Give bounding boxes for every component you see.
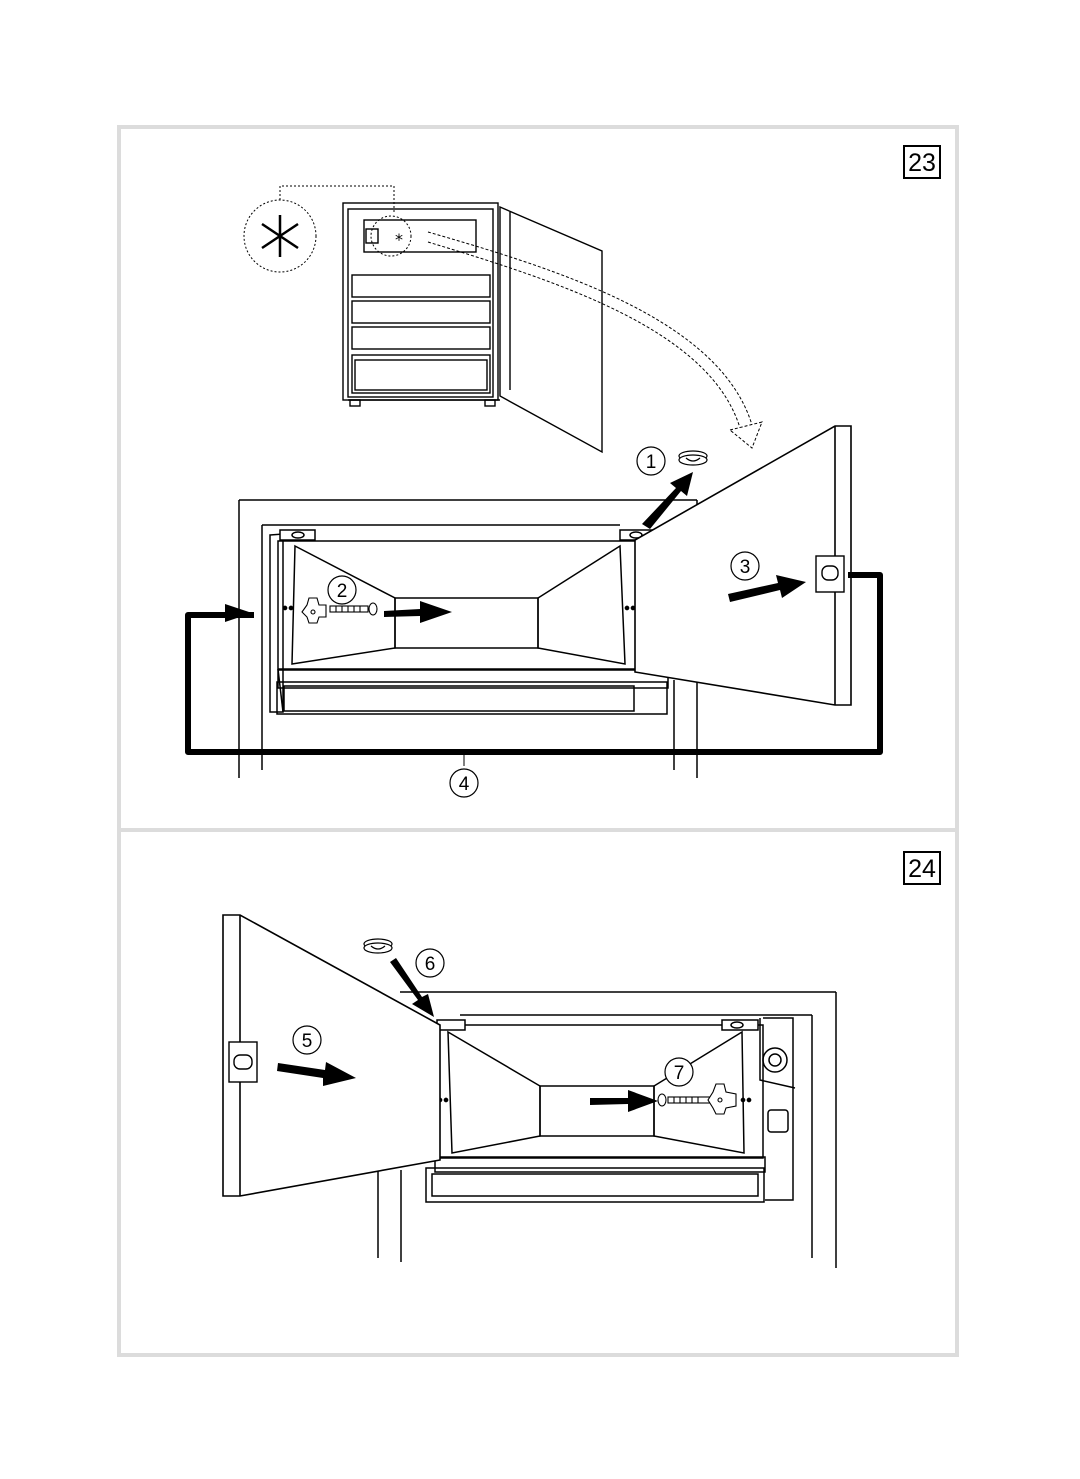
door-stop-screw-23 (301, 597, 378, 624)
freezer-star-symbol-callout (243, 185, 395, 273)
figure-number-23: 23 (903, 145, 941, 179)
step-1-label: 1 (636, 446, 666, 476)
svg-text:3: 3 (740, 557, 751, 578)
step-4-route-line (185, 572, 883, 766)
freezer-cabinet-top-24 (377, 991, 837, 1268)
hinge-cap-23 (678, 450, 708, 466)
door-handle-23 (815, 555, 845, 593)
step-arrows-24 (277, 958, 658, 1112)
step-6-label: 6 (415, 948, 445, 978)
figure-number-24: 24 (903, 851, 941, 885)
step-2-label: 2 (327, 575, 357, 605)
freezer-cabinet-top-23 (238, 499, 698, 778)
step-5-label: 5 (292, 1025, 322, 1055)
step-3-label: 3 (730, 551, 760, 581)
svg-text:7: 7 (674, 1063, 685, 1084)
freezer-overview-illustration: * (342, 202, 603, 454)
figure-23: 23 * (185, 145, 941, 798)
hinge-cap-24 (363, 938, 393, 954)
star-marking: * (395, 230, 403, 249)
svg-text:2: 2 (337, 581, 348, 602)
svg-text:4: 4 (459, 774, 470, 795)
sheet-border (117, 125, 959, 1357)
figure-24: 24 (222, 851, 941, 1268)
step-7-label: 7 (664, 1057, 694, 1087)
svg-text:24: 24 (908, 855, 936, 883)
door-handle-24 (228, 1041, 258, 1083)
step-4-label: 4 (449, 768, 479, 798)
svg-text:6: 6 (425, 954, 436, 975)
door-stop-screw-24 (657, 1083, 737, 1115)
relocate-symbol-arrow (427, 231, 763, 449)
svg-text:5: 5 (302, 1031, 313, 1052)
svg-text:1: 1 (646, 452, 657, 473)
svg-text:23: 23 (908, 149, 936, 177)
